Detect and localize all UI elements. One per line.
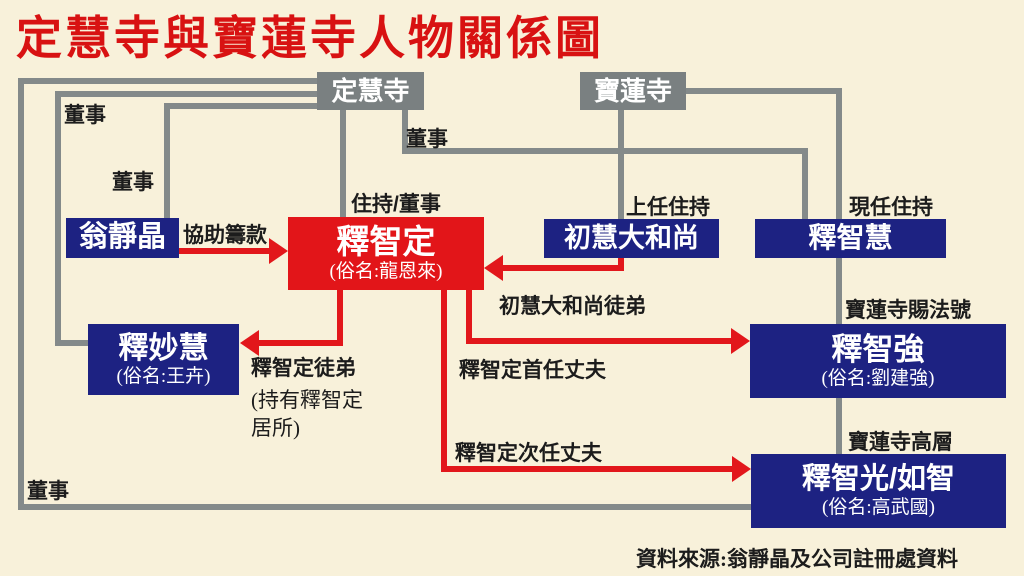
label-fundraising-help: 協助籌款 xyxy=(183,224,267,247)
arrow-weng-to-zhiding-head xyxy=(269,238,288,264)
person-name-miaohui: 釋妙慧 xyxy=(118,331,209,365)
arrow-zhiding-to-zhiqiang-shaft xyxy=(466,338,733,344)
person-box-zhihui: 釋智慧 xyxy=(755,219,946,258)
temple-box-dinghui: 定慧寺 xyxy=(317,72,424,110)
connector-inner-left xyxy=(55,91,61,346)
label-director-inner: 董事 xyxy=(64,104,106,127)
person-box-weng: 翁靜晶 xyxy=(66,218,179,258)
person-box-zhiqiang: 釋智強 (俗名:劉建強) xyxy=(750,324,1006,398)
arrow-weng-to-zhiding-shaft xyxy=(179,248,271,254)
connector-to-weng xyxy=(164,103,170,220)
person-name-zhihui: 釋智慧 xyxy=(808,222,893,254)
label-director-weng: 董事 xyxy=(112,171,154,194)
temple-name-dinghui: 定慧寺 xyxy=(331,75,410,106)
connector-outer-top xyxy=(18,78,319,84)
person-alias-miaohui: (俗名:王卉) xyxy=(116,365,211,387)
connector-dinghui-right-h xyxy=(402,148,808,154)
label-director-zhihui: 董事 xyxy=(406,128,448,151)
arrow-zhiding-to-zhiguang-shaft xyxy=(441,466,734,472)
arrow-zhiding-to-zhiqiang-v xyxy=(466,289,472,344)
person-box-zhiding: 釋智定 (俗名:龍恩來) xyxy=(288,217,484,290)
arrow-zhiding-to-miaohui-shaft xyxy=(256,340,343,346)
label-dharma-name: 寶蓮寺賜法號 xyxy=(845,299,971,322)
label-zhiding-disciple-note-2: 居所) xyxy=(251,416,300,440)
person-name-weng: 翁靜晶 xyxy=(78,221,166,254)
person-name-chuhui: 初慧大和尚 xyxy=(564,222,699,253)
connector-baolian-right-v xyxy=(836,88,842,458)
arrow-zhiding-to-zhiqiang-head xyxy=(731,328,750,354)
arrow-zhiding-to-zhiguang-v xyxy=(441,289,447,472)
connector-baolian-right-h xyxy=(685,88,840,94)
label-previous-abbot: 上任住持 xyxy=(626,196,710,219)
arrow-zhiding-to-miaohui-v xyxy=(337,289,343,346)
person-box-zhiguang: 釋智光/如智 (俗名:高武國) xyxy=(751,454,1006,528)
arrow-chuhui-to-zhiding-v xyxy=(618,257,624,271)
connector-branch-weng-h xyxy=(164,103,320,109)
temple-name-baolian: 寶蓮寺 xyxy=(593,75,672,106)
arrow-zhiding-to-miaohui-head xyxy=(240,330,259,356)
connector-inner-top xyxy=(55,91,319,97)
arrow-zhiding-to-zhiguang-head xyxy=(732,456,751,482)
label-abbot-director: 住持/董事 xyxy=(351,193,441,216)
connector-outer-bottom-to-zhiguang xyxy=(18,504,754,510)
source-credit: 資料來源:翁靜晶及公司註冊處資料 xyxy=(636,547,958,571)
person-alias-zhiding: (俗名:龍恩來) xyxy=(329,261,443,283)
label-zhiding-disciple-note-1: (持有釋智定 xyxy=(251,388,363,412)
arrow-chuhui-to-zhiding-head xyxy=(484,255,503,281)
person-alias-zhiguang: (俗名:高武國) xyxy=(822,496,935,518)
person-box-miaohui: 釋妙慧 (俗名:王卉) xyxy=(88,324,239,395)
label-chuhui-disciple: 初慧大和尚徒弟 xyxy=(499,295,646,318)
label-senior-member: 寶蓮寺高層 xyxy=(848,431,953,454)
connector-baolian-to-chuhui xyxy=(618,108,624,222)
person-name-zhiding: 釋智定 xyxy=(336,222,436,260)
person-name-zhiqiang: 釋智強 xyxy=(831,331,925,367)
person-alias-zhiqiang: (俗名:劉建強) xyxy=(821,367,935,389)
label-zhiding-disciple: 釋智定徒弟 xyxy=(251,357,356,380)
page-title: 定慧寺與寶蓮寺人物關係圖 xyxy=(16,12,604,64)
label-second-husband: 釋智定次任丈夫 xyxy=(455,442,602,465)
label-first-husband: 釋智定首任丈夫 xyxy=(459,359,606,382)
temple-box-baolian: 寶蓮寺 xyxy=(580,72,686,110)
label-current-abbot: 現任住持 xyxy=(849,196,933,219)
person-name-zhiguang: 釋智光/如智 xyxy=(801,462,956,495)
connector-outer-left xyxy=(18,78,24,510)
connector-to-zhihui xyxy=(802,148,808,222)
label-director-zhiguang: 董事 xyxy=(27,480,69,503)
connector-dinghui-right-v xyxy=(402,108,408,154)
connector-to-miaohui xyxy=(55,340,90,346)
person-box-chuhui: 初慧大和尚 xyxy=(544,219,719,258)
connector-dinghui-to-zhiding xyxy=(340,108,346,220)
arrow-chuhui-to-zhiding-shaft xyxy=(500,265,624,271)
